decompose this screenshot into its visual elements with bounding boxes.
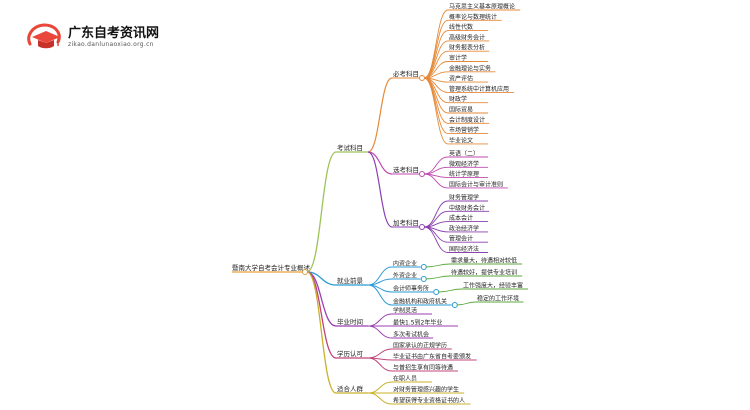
branch-exam-elective-leaf — [423, 156, 449, 175]
exam-elective-item: 国际会计与审计准则 — [449, 180, 503, 188]
employ-item-label: 内资企业 — [393, 260, 417, 268]
employ-item-dot[interactable] — [420, 264, 427, 270]
employ-item-dot[interactable] — [420, 276, 427, 282]
branch-exam-required — [367, 77, 393, 153]
exam-required-item: 审计学 — [449, 54, 467, 62]
employ-item-label: 会计师事务所 — [393, 285, 429, 293]
logo-subtitle: zikao.danlunaoxiao.org.cn — [68, 41, 154, 48]
people-item-label: 在职人员 — [393, 375, 417, 383]
exam-elective-item: 微观经济学 — [449, 160, 479, 168]
exam-extra-label: 加考科目 — [393, 218, 419, 227]
exam-extra-item: 中级财务会计 — [449, 204, 485, 212]
branch-exam-required-leaf — [423, 40, 449, 79]
branch-study-item — [367, 325, 393, 339]
exam-elective-item: 统计学原理 — [449, 170, 479, 178]
branch-employ-item — [367, 284, 393, 306]
employ-item-note: 待遇较好，提供专业培训 — [451, 269, 517, 277]
exam-required-item: 线性代数 — [449, 23, 473, 31]
exam-extra-item: 国际经济法 — [449, 245, 479, 253]
section-cert-label: 学历认可 — [337, 349, 364, 358]
study-item-label: 最快1.5到2年毕业 — [393, 319, 442, 327]
exam-extra-item: 政治经济学 — [449, 224, 479, 232]
exam-required-item: 财务报表分析 — [449, 44, 485, 52]
cert-item-label: 与普招生享有同等待遇 — [393, 364, 453, 372]
branch-exam-required-leaf — [423, 77, 449, 135]
study-item-label: 学制灵活 — [393, 307, 417, 315]
exam-elective-dot[interactable] — [419, 171, 425, 177]
branch-exam-required-leaf — [423, 77, 449, 145]
branch-study-item — [367, 313, 393, 327]
exam-required-item: 金融理论与实务 — [449, 64, 491, 72]
employ-item-note: 稳定的工作环境 — [477, 295, 519, 303]
exam-required-item: 财政学 — [449, 95, 467, 103]
branch-exam-required-leaf — [423, 9, 449, 79]
section-people-label: 适合人群 — [337, 384, 364, 393]
branch-exam-extra-leaf — [423, 226, 449, 253]
exam-required-item: 会计制度设计 — [449, 116, 485, 124]
people-item-label: 对财务管理感兴趣的学生 — [393, 386, 459, 394]
cert-item-label: 毕业证书由广东省自考委颁发 — [393, 353, 471, 361]
exam-required-item: 管理系统中计算机应用 — [449, 85, 509, 93]
people-item-label: 希望获得专业资格证书的人 — [393, 397, 465, 405]
branch-people-item — [367, 381, 393, 394]
exam-extra-dot[interactable] — [419, 224, 425, 230]
branch-exam-required-leaf — [423, 30, 449, 79]
study-item-label: 多次考试机会 — [393, 331, 429, 339]
exam-required-dot[interactable] — [419, 75, 425, 81]
branch-employ-note — [438, 288, 463, 293]
branch-exam — [306, 151, 337, 273]
exam-required-item: 马克思主义基本原理概论 — [449, 3, 515, 11]
exam-extra-item: 成本会计 — [449, 214, 473, 222]
branch-cert-item — [367, 348, 393, 359]
employ-item-dot[interactable] — [433, 289, 440, 295]
branch-employ-note — [425, 263, 451, 268]
employ-item-label: 金融机构和政府机关 — [393, 298, 447, 306]
section-exam-label: 考试科目 — [337, 143, 363, 152]
branch-people — [306, 271, 337, 394]
logo-graduation-cap-icon — [24, 22, 64, 52]
exam-elective-item: 英语（二） — [449, 150, 479, 158]
exam-required-item: 资产评估 — [449, 75, 473, 83]
exam-required-item: 市场营销学 — [449, 126, 479, 134]
branch-exam-extra-leaf — [423, 200, 449, 228]
exam-extra-item: 管理会计 — [449, 235, 473, 243]
employ-item-note: 工作强度大，经验丰富 — [463, 282, 523, 290]
branch-exam-extra — [367, 151, 393, 228]
exam-required-label: 必考科目 — [393, 69, 419, 78]
root-node-label: 暨南大学自考会计专业概述 — [232, 263, 311, 272]
exam-required-item: 毕业论文 — [449, 136, 473, 144]
cert-item-label: 国家承认的正规学历 — [393, 342, 447, 350]
employ-item-label: 外资企业 — [393, 272, 417, 280]
root-node-dot[interactable] — [302, 269, 308, 275]
section-employ-label: 就业前景 — [337, 276, 364, 285]
branch-exam-elective-leaf — [423, 173, 449, 189]
employ-item-dot[interactable] — [451, 302, 458, 308]
exam-required-item: 概率论与数理统计 — [449, 13, 497, 21]
branch-cert-item — [367, 357, 393, 372]
exam-extra-item: 财务管理学 — [449, 194, 479, 202]
section-study-label: 毕业时间 — [337, 317, 363, 326]
exam-elective-label: 选考科目 — [393, 165, 419, 174]
exam-required-item: 高级财务会计 — [449, 33, 485, 41]
exam-required-item: 国际贸易 — [449, 106, 473, 114]
logo-title: 广东自考资讯网 — [68, 26, 160, 41]
branch-employ-note — [456, 301, 477, 306]
employ-item-note: 需求量大，待遇相对较低 — [451, 257, 517, 265]
branch-people-item — [367, 392, 393, 405]
branch-employ-note — [425, 275, 451, 280]
